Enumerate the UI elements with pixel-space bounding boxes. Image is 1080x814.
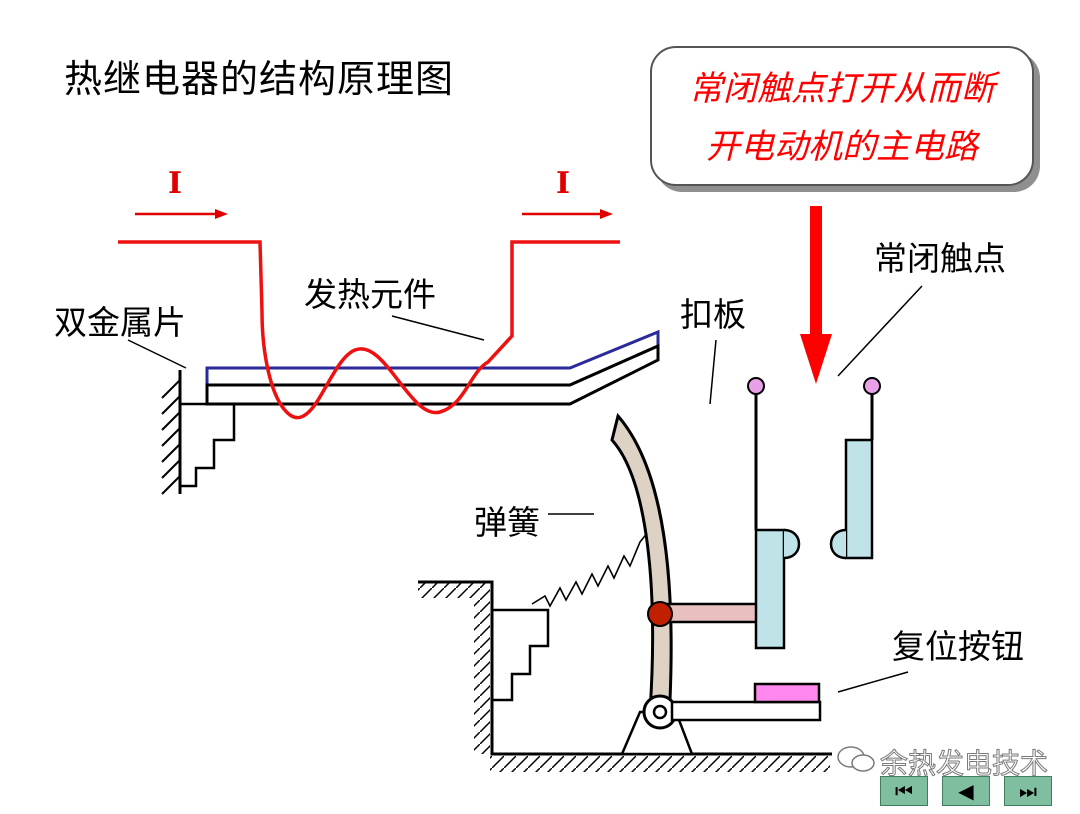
pivot-base — [620, 694, 694, 756]
heater-wire — [118, 240, 620, 420]
leader-lines — [127, 285, 923, 693]
callout-line-2: 开电动机的主电路 — [706, 127, 978, 167]
wechat-icon — [837, 746, 875, 772]
nav-first-button[interactable]: ⏮ — [880, 776, 928, 806]
callout-box: 常闭触点打开从而断 开电动机的主电路 — [650, 46, 1034, 186]
reset-button-part — [670, 682, 822, 722]
label-bimetal: 双金属片 — [54, 303, 186, 342]
current-label-left: I — [168, 166, 183, 201]
callout-line-1: 常闭触点打开从而断 — [689, 69, 995, 109]
label-reset-button: 复位按钮 — [892, 627, 1024, 666]
label-nc-contact: 常闭触点 — [874, 239, 1006, 278]
opening-arrow — [800, 206, 832, 384]
fixed-contact — [829, 377, 881, 560]
link-rod — [658, 602, 772, 624]
base-frame — [418, 580, 832, 772]
watermark: 余热发电技术 — [879, 747, 1049, 781]
bimetal-mount — [161, 370, 236, 495]
pivot-left — [647, 601, 673, 627]
current-arrow-right — [522, 209, 613, 219]
nav-prev-button[interactable]: ◀ — [942, 776, 990, 806]
label-latch: 扣板 — [680, 295, 746, 334]
bimetal-strip — [205, 329, 660, 406]
current-arrow-left — [135, 209, 228, 219]
moving-contact — [747, 377, 801, 650]
label-heater: 发热元件 — [304, 275, 436, 314]
nav-next-button[interactable]: ⏭ — [1004, 776, 1052, 806]
current-label-right: I — [556, 166, 571, 201]
label-spring: 弹簧 — [474, 503, 540, 542]
spring — [531, 531, 649, 608]
diagram-title: 热继电器的结构原理图 — [64, 57, 455, 101]
